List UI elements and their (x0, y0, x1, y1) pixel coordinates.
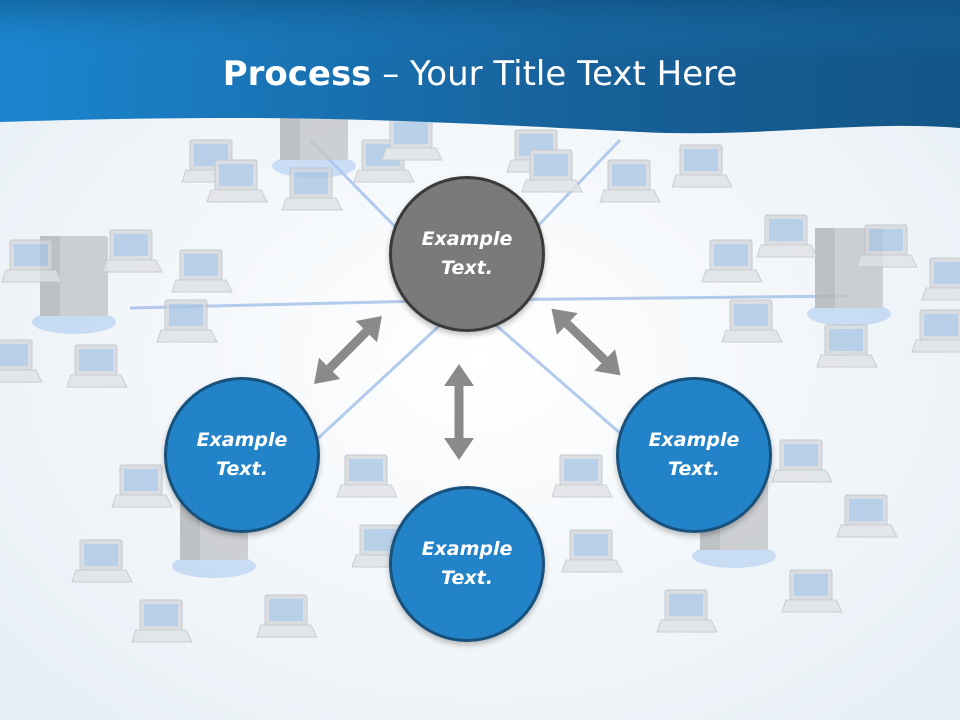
center-node: Example Text. (389, 176, 545, 332)
title-bold: Process (222, 54, 372, 94)
bottom-node-line2: Text. (441, 567, 493, 589)
page-title: Process – Your Title Text Here (0, 52, 960, 96)
bottom-node: Example Text. (389, 486, 545, 642)
left-node-line2: Text. (216, 458, 268, 480)
center-node-line1: Example (421, 228, 513, 250)
bottom-node-line1: Example (421, 538, 513, 560)
right-node-line1: Example (648, 429, 740, 451)
title-rest: – Your Title Text Here (371, 54, 738, 94)
right-node: Example Text. (616, 377, 772, 533)
left-node: Example Text. (164, 377, 320, 533)
center-node-line2: Text. (441, 257, 493, 279)
right-node-line2: Text. (668, 458, 720, 480)
left-node-line1: Example (196, 429, 288, 451)
